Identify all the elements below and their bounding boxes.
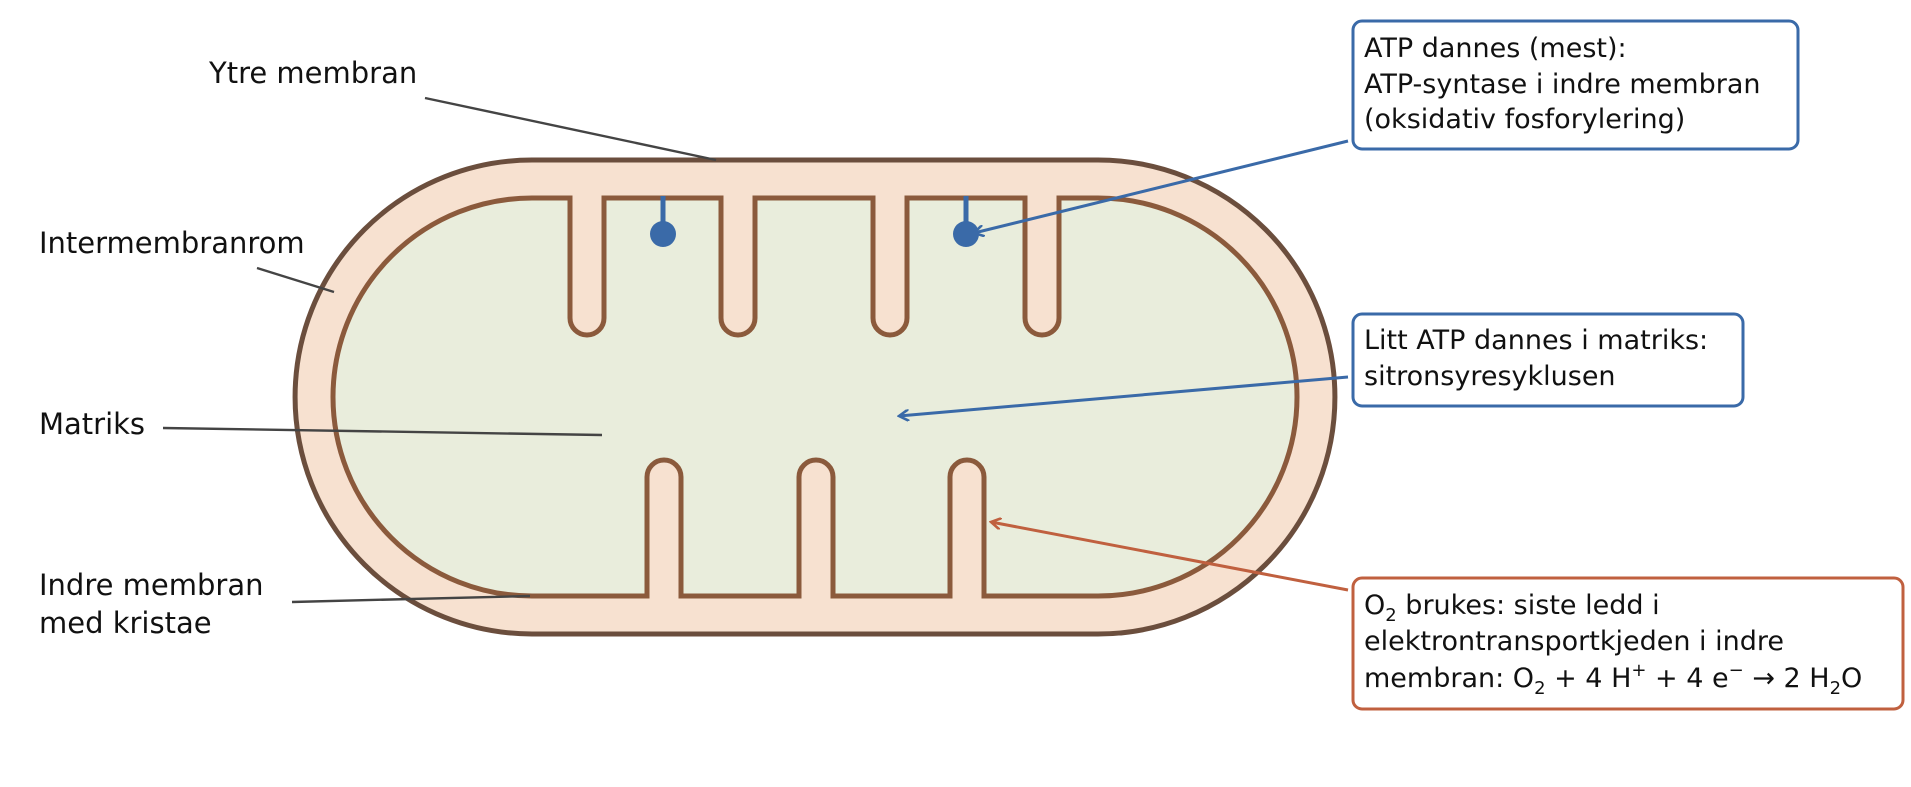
leader-inner-membrane: [291, 594, 531, 604]
label-intermembrane-space: Intermembranrom: [39, 226, 305, 260]
leader-intermembrane-space: [256, 266, 335, 294]
callout-atp-synthase-line1: ATP dannes (mest):: [1364, 33, 1627, 64]
callout-oxygen-line1: O2 brukes: siste ledd i: [1364, 590, 1660, 626]
callout-atp-synthase-line3: (oksidativ fosforylering): [1364, 104, 1685, 135]
label-inner-membrane-line2: med kristae: [39, 606, 212, 640]
inner-membrane-cristae: [330, 195, 1300, 599]
label-outer-membrane: Ytre membran: [208, 56, 417, 90]
callout-citric-acid: Litt ATP dannes i matriks: sitronsyresyk…: [1351, 312, 1745, 408]
callout-atp-synthase: ATP dannes (mest): ATP-syntase i indre m…: [1351, 19, 1800, 151]
arrow-citric-acid: [899, 375, 1349, 416]
label-matrix: Matriks: [39, 407, 145, 441]
callout-citric-acid-line2: sitronsyresyklusen: [1364, 361, 1616, 392]
label-inner-membrane-line1: Indre membran: [39, 568, 264, 602]
atp-synthase-left: [650, 196, 676, 247]
callout-oxygen-equation: membran: O2 + 4 H+ + 4 e− → 2 H2O: [1364, 660, 1862, 699]
callout-citric-acid-line1: Litt ATP dannes i matriks:: [1364, 325, 1708, 356]
callout-oxygen: O2 brukes: siste ledd i elektrontranspor…: [1351, 576, 1905, 711]
arrow-atp-synthase: [974, 139, 1349, 233]
leader-matrix: [162, 426, 603, 437]
leader-outer-membrane: [424, 96, 717, 162]
callout-atp-synthase-line2: ATP-syntase i indre membran: [1364, 69, 1761, 100]
callout-oxygen-line2: elektrontransportkjeden i indre: [1364, 626, 1784, 657]
arrow-oxygen: [991, 522, 1349, 592]
